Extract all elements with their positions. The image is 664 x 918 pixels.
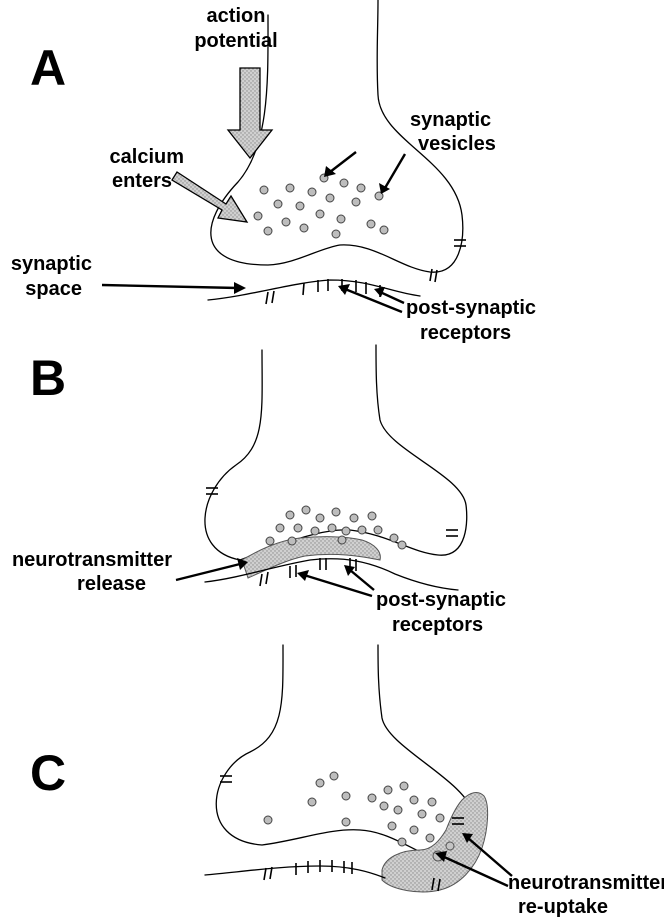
panel-a-receptors — [266, 240, 466, 304]
panel-b-neurotransmitter-cloud — [242, 537, 380, 578]
vesicles-arrow-1 — [330, 152, 356, 172]
panel-c-reuptake-vesicle-2 — [446, 842, 454, 850]
panel-b-letter: B — [30, 350, 66, 406]
action-potential-label-line1: action — [207, 5, 266, 27]
synaptic-space-arrow — [102, 285, 238, 288]
panel-a-receptors-label-line1: post-synaptic — [406, 297, 536, 319]
calcium-enters-arrow — [172, 172, 247, 222]
reuptake-label-line2: re-uptake — [518, 896, 608, 918]
panel-b-receptors-label-line1: post-synaptic — [376, 589, 506, 611]
vesicles-arrow-2 — [385, 154, 405, 188]
action-potential-arrow — [228, 68, 272, 158]
receptors-arrow-1 — [345, 289, 402, 312]
panel-a-receptors-label-line2: receptors — [420, 322, 511, 344]
panel-a-letter: A — [30, 40, 66, 96]
vesicles-label-line2: vesicles — [418, 133, 496, 155]
panel-b-receptors-arrow-1 — [304, 575, 372, 596]
release-label-line1: neurotransmitter — [12, 549, 172, 571]
receptors-arrow-2 — [380, 292, 404, 303]
panel-b-receptors-label-line2: receptors — [392, 614, 483, 636]
calcium-label-line1: calcium — [110, 146, 184, 168]
panel-b-receptors-arrow-2 — [350, 570, 374, 590]
panel-c-letter: C — [30, 745, 66, 801]
panel-c-postsynaptic-membrane — [205, 866, 385, 878]
action-potential-label-line2: potential — [194, 30, 277, 52]
panel-c: C — [30, 645, 664, 918]
synaptic-space-label-line2: space — [25, 278, 82, 300]
panel-c-synaptic-vesicles — [264, 772, 444, 846]
synaptic-space-label-line1: synaptic — [11, 253, 92, 275]
panel-a: A — [11, 0, 536, 344]
reuptake-label-line1: neurotransmitter — [508, 872, 664, 894]
panel-a-synaptic-vesicles — [254, 174, 388, 238]
vesicles-label-line1: synaptic — [410, 109, 491, 131]
panel-b: B — [12, 345, 506, 636]
release-label-line2: release — [77, 573, 146, 595]
panel-c-presynaptic-terminal — [216, 645, 476, 862]
calcium-label-line2: enters — [112, 170, 172, 192]
